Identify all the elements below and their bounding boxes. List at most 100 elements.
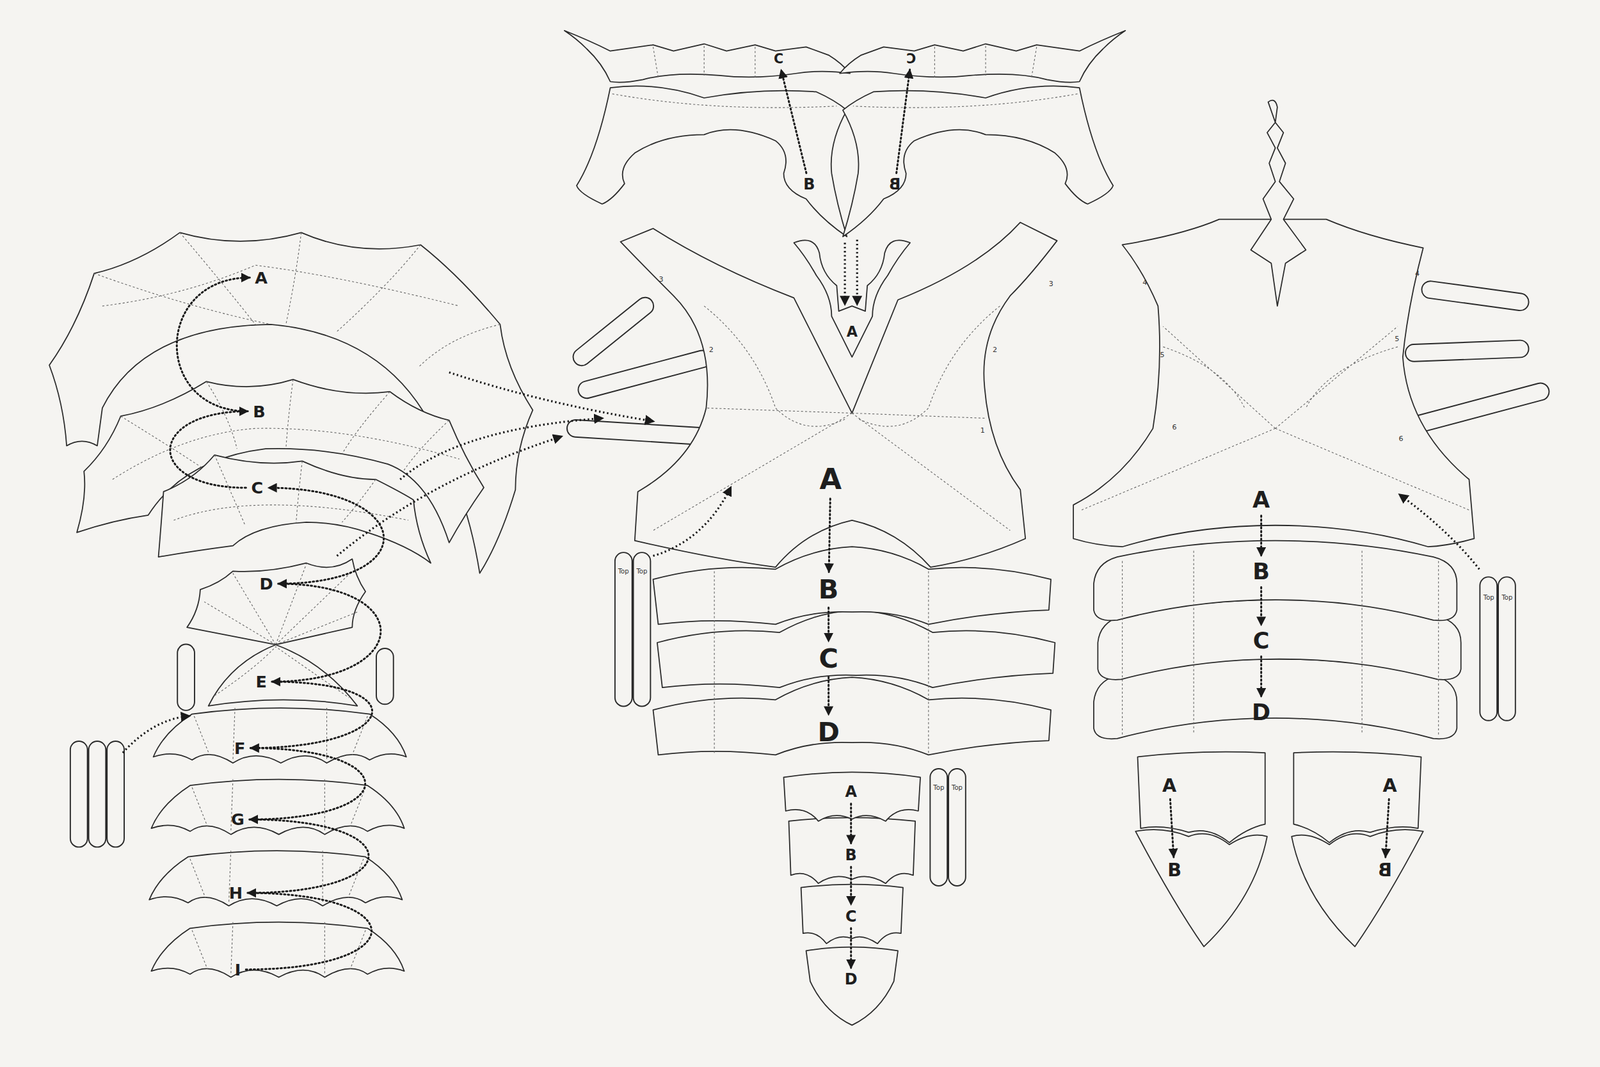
assembly-leader — [856, 240, 859, 304]
back-pieces — [1093, 540, 1457, 621]
assembly-arrow — [1169, 798, 1174, 857]
armor-piece: A — [251, 267, 271, 288]
armor-piece: D — [814, 716, 843, 749]
armor-piece: A — [1249, 486, 1273, 514]
arm-pieces — [149, 850, 402, 906]
assembly-arrow — [1260, 656, 1263, 697]
arm-pieces — [173, 455, 409, 526]
arm-pieces — [186, 558, 366, 645]
assembly-arrow — [1260, 515, 1263, 557]
armor-piece: I — [231, 959, 245, 980]
assembly-arrow — [896, 69, 911, 174]
back-pieces — [1293, 752, 1421, 843]
strap-label: Top — [1501, 594, 1513, 601]
piece-letter: H — [229, 883, 243, 902]
arm-pieces — [94, 232, 500, 367]
piece-letter: C — [1253, 628, 1270, 654]
arm-pieces — [153, 707, 407, 763]
assembly-arrow — [268, 487, 384, 584]
arm-pieces — [193, 707, 368, 761]
arm-pieces — [49, 232, 533, 573]
callout-number: 4 — [1415, 270, 1420, 278]
armor-piece: A — [816, 462, 846, 497]
assembly-arrow — [245, 892, 372, 970]
collar-pieces — [564, 30, 850, 83]
collar-pieces — [842, 85, 1113, 237]
collar-pieces — [576, 85, 847, 237]
assembly-arrow — [849, 803, 852, 844]
armor-piece: B — [800, 174, 818, 194]
assembly-arrow — [781, 69, 807, 174]
assembly-leader — [1399, 494, 1480, 569]
armor-piece: D — [1248, 698, 1274, 727]
callout-number: 4 — [1142, 279, 1147, 287]
front-pieces — [653, 305, 1011, 531]
collar-pieces — [853, 46, 1078, 108]
armor-piece: C — [1249, 627, 1273, 655]
back-pieces — [1291, 752, 1424, 947]
arm-pieces — [49, 232, 533, 977]
piece-letter: D — [259, 574, 274, 593]
piece-letter: D — [817, 718, 840, 748]
front-pieces — [806, 947, 898, 1026]
assembly-leader — [122, 716, 190, 753]
armor-piece: A — [1379, 774, 1400, 798]
assembly-arrow — [250, 681, 372, 749]
front-pieces — [620, 222, 1058, 568]
piece-letter: A — [254, 268, 268, 287]
piece-letter: B — [1377, 860, 1392, 881]
assembly-leader — [844, 242, 847, 304]
assembly-arrow — [170, 411, 248, 489]
arm-pieces — [151, 779, 404, 835]
front-pieces — [620, 222, 1058, 1025]
assembly-arrow — [1260, 586, 1263, 626]
armor-piece: B — [842, 845, 861, 865]
armor-piece: B — [1374, 858, 1396, 882]
front-pieces — [784, 771, 921, 821]
piece-letter: A — [1382, 775, 1397, 797]
armor-piece: F — [231, 737, 249, 759]
collar-pieces — [564, 30, 1126, 237]
callout-number: 1 — [980, 426, 985, 434]
piece-letter: C — [906, 51, 916, 67]
arm-pieces — [151, 779, 404, 835]
piece-letter: F — [234, 739, 246, 758]
piece-letter: C — [818, 644, 838, 674]
front-pieces — [657, 609, 1056, 688]
arm-pieces — [158, 455, 432, 564]
collar-pieces — [612, 46, 838, 108]
callout-number: 6 — [1399, 435, 1404, 443]
arm-pieces — [208, 644, 358, 706]
armor-piece: H — [225, 882, 246, 904]
armor-piece: C — [815, 643, 841, 676]
callout-number: 5 — [1394, 335, 1400, 343]
armor-piece: C — [842, 906, 861, 927]
armor-piece: B — [1164, 858, 1185, 882]
strap-label: Top — [933, 784, 944, 792]
piece-letter: B — [252, 402, 265, 421]
assembly-leader — [336, 436, 562, 556]
arm-pieces — [214, 646, 349, 698]
back-pieces — [1073, 100, 1474, 947]
back-pieces — [1137, 752, 1266, 843]
assembly-arrow — [249, 748, 366, 820]
assembly-arrow — [272, 583, 381, 682]
front-pieces — [793, 240, 911, 357]
piece-letter: B — [845, 846, 857, 864]
back-pieces — [1122, 551, 1439, 735]
callout-number: 3 — [1048, 280, 1054, 288]
armor-piece: D — [256, 573, 277, 594]
back-pieces — [1291, 829, 1424, 947]
piece-letter: B — [888, 176, 901, 193]
piece-letter: C — [250, 478, 264, 497]
armor-piece: A — [841, 782, 861, 802]
piece-letter: I — [234, 960, 242, 979]
arm-pieces — [153, 707, 407, 763]
assembly-arrow — [176, 277, 250, 412]
front-pieces — [714, 570, 929, 755]
assembly-leader — [122, 240, 1480, 754]
collar-pieces — [839, 30, 1126, 237]
callout-number: 3 — [659, 275, 664, 283]
